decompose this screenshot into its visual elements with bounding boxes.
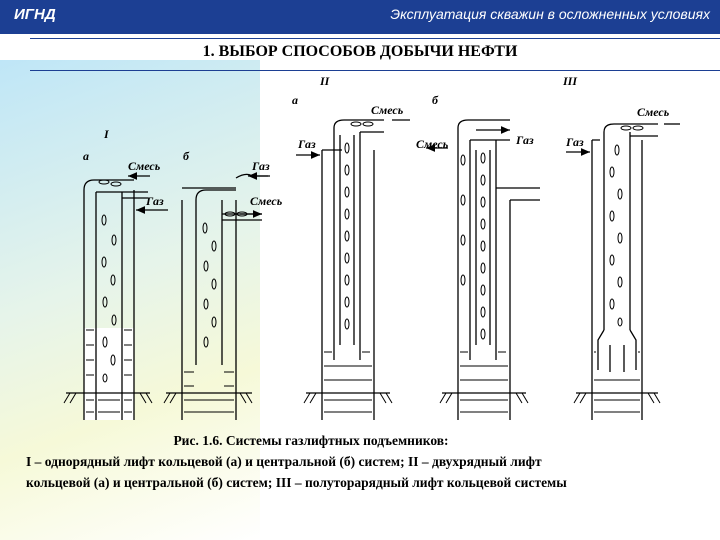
label-gas-3: Газ — [565, 135, 584, 149]
label-mix-2b: Смесь — [416, 137, 449, 151]
sublabel-1b: б — [183, 149, 190, 163]
group-label-2: II — [319, 74, 331, 88]
label-gas-1b: Газ — [251, 159, 270, 173]
background-gradient — [0, 60, 260, 540]
caption-line-2: I – однорядный лифт кольцевой (а) и цент… — [26, 454, 542, 469]
label-mix-3: Смесь — [637, 105, 670, 119]
well-3 — [573, 123, 661, 420]
well-1a — [63, 179, 153, 420]
slide-title: 1. ВЫБОР СПОСОБОВ ДОБЫЧИ НЕФТИ — [202, 43, 518, 60]
label-mix-1b: Смесь — [250, 194, 283, 208]
header-divider — [30, 38, 720, 39]
caption-title: Рис. 1.6. Системы газлифтных подъемников… — [173, 433, 449, 448]
group-label-1: I — [103, 127, 110, 141]
label-gas-1a: Газ — [145, 194, 164, 208]
label-gas-2b: Газ — [515, 133, 534, 147]
label-gas-2a: Газ — [297, 137, 316, 151]
label-mix-1a: Смесь — [128, 159, 161, 173]
figure-caption: Рис. 1.6. Системы газлифтных подъемников… — [26, 430, 706, 493]
header-bar: ИГНД Эксплуатация скважин в осложненных … — [0, 0, 720, 34]
group-label-3: III — [562, 74, 578, 88]
well-1b — [163, 173, 268, 420]
brand-label: ИГНД — [14, 6, 56, 23]
well-2a — [303, 119, 393, 420]
well-2b — [439, 119, 540, 420]
sublabel-1a: а — [83, 149, 89, 163]
sublabel-2b: б — [432, 93, 439, 107]
header-title: Эксплуатация скважин в осложненных услов… — [390, 6, 710, 22]
sublabel-2a: а — [292, 93, 298, 107]
label-mix-2a: Смесь — [371, 103, 404, 117]
caption-line-3: кольцевой (а) и центральной (б) систем; … — [26, 475, 567, 490]
title-divider — [30, 70, 720, 71]
